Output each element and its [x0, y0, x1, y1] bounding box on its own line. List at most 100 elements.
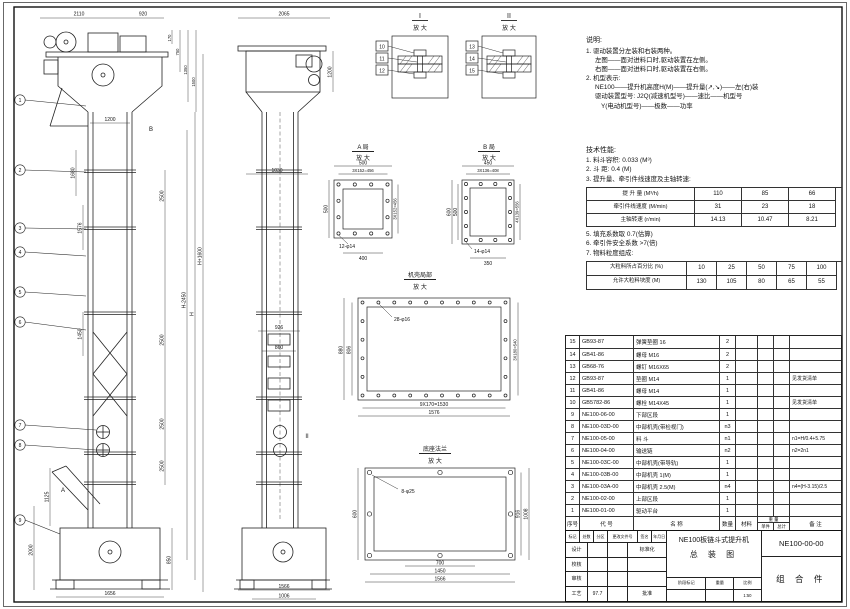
tech-table-value: 8.21 [789, 213, 836, 227]
dim-label: 1500 [191, 77, 196, 87]
balloon-number: 14 [469, 57, 475, 63]
sheet-frame [3, 2, 847, 607]
dim-label: 2500 [160, 460, 166, 471]
bom-cell-no: 10 [566, 397, 580, 408]
tech-table-label: 大粒料所占百分比 (%) [587, 261, 687, 276]
date-cell [608, 557, 628, 572]
balloon-number: 3 [19, 226, 22, 232]
bom-cell-qty: 1 [720, 505, 736, 516]
label-scale: 比例 [734, 578, 761, 590]
tech-table-label: 允许大粒料块度 (M) [587, 275, 687, 290]
section-marker-b: B [149, 127, 153, 133]
bom-cell-no: 15 [566, 336, 580, 348]
dim-label: 500 [359, 161, 368, 167]
dim-label: 1450 [434, 569, 445, 575]
bom-cell-u [758, 445, 774, 456]
stage-mark-value [667, 589, 707, 601]
tech-table-label: 主轴转速 (r/min) [587, 213, 695, 227]
balloon-number: 4 [19, 250, 22, 256]
balloon-number: 15 [469, 69, 475, 75]
title-block: 标记 处数 分区 更改文件号 签名 年月日 设计 标准化 校核 审核 [565, 530, 842, 602]
dim-label: 1008 [524, 508, 530, 519]
bom-cell-mat [736, 457, 758, 468]
bom-cell-qty: 2 [720, 336, 736, 348]
dim-label: 400 [359, 256, 368, 262]
bom-cell-code: NE100-03C-00 [580, 457, 634, 468]
date-cell [608, 543, 628, 558]
dim-label: 3X152=456 [393, 198, 398, 220]
dim-label: 700 [436, 561, 445, 567]
detail-b: B 局 放 大 450 3X136=408 600 500 4X139=556 … [447, 144, 521, 267]
bom-cell-name: 螺母 M14 [634, 385, 720, 396]
bom-header-weight-unit: 单件 [758, 523, 774, 530]
dim-label: 500 [453, 208, 459, 217]
bom-header-material: 材料 [736, 517, 758, 530]
tech-heading: 技术性能: [586, 147, 616, 154]
bom-cell-u [758, 481, 774, 492]
dim-label: 1450 [78, 328, 84, 339]
bom-cell-mat [736, 361, 758, 372]
bom-cell-mat [736, 469, 758, 480]
bom-cell-mat [736, 336, 758, 348]
detail-title: I [419, 13, 421, 20]
detail-subtitle: 放 大 [413, 283, 427, 291]
bom-cell-remark: 见发货清单 [792, 400, 818, 406]
drawing-number: NE100-00-00 [761, 531, 841, 557]
detail-casing: 机壳局部 放 大 28-φ16 880 806 3X180=540 9X170=… [339, 271, 519, 417]
detail-ii: II 放 大 13 14 15 [465, 13, 537, 99]
bom-cell-name: 中部机壳 1(M) [634, 469, 720, 480]
bom-cell-name: 驱动平台 [634, 505, 720, 516]
dim-label: 9X170=1530 [420, 402, 449, 408]
bom-cell-mat [736, 493, 758, 504]
dim-label: 3X180=540 [513, 339, 518, 361]
detail-title: 机壳局部 [408, 271, 432, 279]
dim-label: 806 [347, 346, 353, 355]
dim-label: 2110 [74, 12, 85, 18]
bom-cell-code: GB68-76 [580, 361, 634, 372]
bom-cell-remark [790, 349, 841, 360]
dim-label: 850 [167, 556, 173, 565]
balloon-number: 6 [19, 320, 22, 326]
bom-cell-remark [790, 457, 841, 468]
detail-base-flange: 底座法兰 放 大 8-φ25 600 916 1008 700 1450 156… [353, 445, 530, 583]
dim-label: H+1600 [198, 247, 204, 265]
detail-title: 底座法兰 [423, 445, 447, 453]
bom-header-qty: 数量 [720, 517, 736, 530]
bom-cell-name: 垫圈 M14 [634, 373, 720, 384]
label-mark: 标记 [566, 531, 580, 543]
bom-cell-name: 料 斗 [634, 433, 720, 444]
bom-cell-name: 上部区段 [634, 493, 720, 504]
bom-cell-qty: 1 [720, 373, 736, 384]
section-marker-ii: II [305, 434, 309, 440]
bom-cell-remark [790, 361, 841, 372]
dim-label: 1566 [278, 584, 289, 590]
bom-cell-no: 8 [566, 421, 580, 432]
bom-header-remark: 备 注 [809, 521, 822, 528]
detail-subtitle: 放 大 [428, 457, 442, 465]
balloon-number: 9 [19, 518, 22, 524]
label-change-doc: 更改文件号 [608, 531, 638, 543]
dim-label: 926 [275, 325, 284, 331]
bom-header: 序号 代 号 名 称 数量 材料 重 量 单件 总计 备 注 [566, 516, 841, 530]
bom-cell-code: NE100-03D-00 [580, 421, 634, 432]
tech-table-value: 100 [807, 261, 837, 276]
bom-cell-u [758, 385, 774, 396]
note-line: Y(电动机型号)——极数——功率 [601, 102, 693, 110]
dim-label: 350 [484, 261, 493, 267]
balloon-number: 5 [19, 290, 22, 296]
bom-cell-u [758, 469, 774, 480]
bom-cell-code: GB93-87 [580, 373, 634, 384]
dim-label: 1566 [434, 577, 445, 583]
bom-cell-remark [790, 421, 841, 432]
